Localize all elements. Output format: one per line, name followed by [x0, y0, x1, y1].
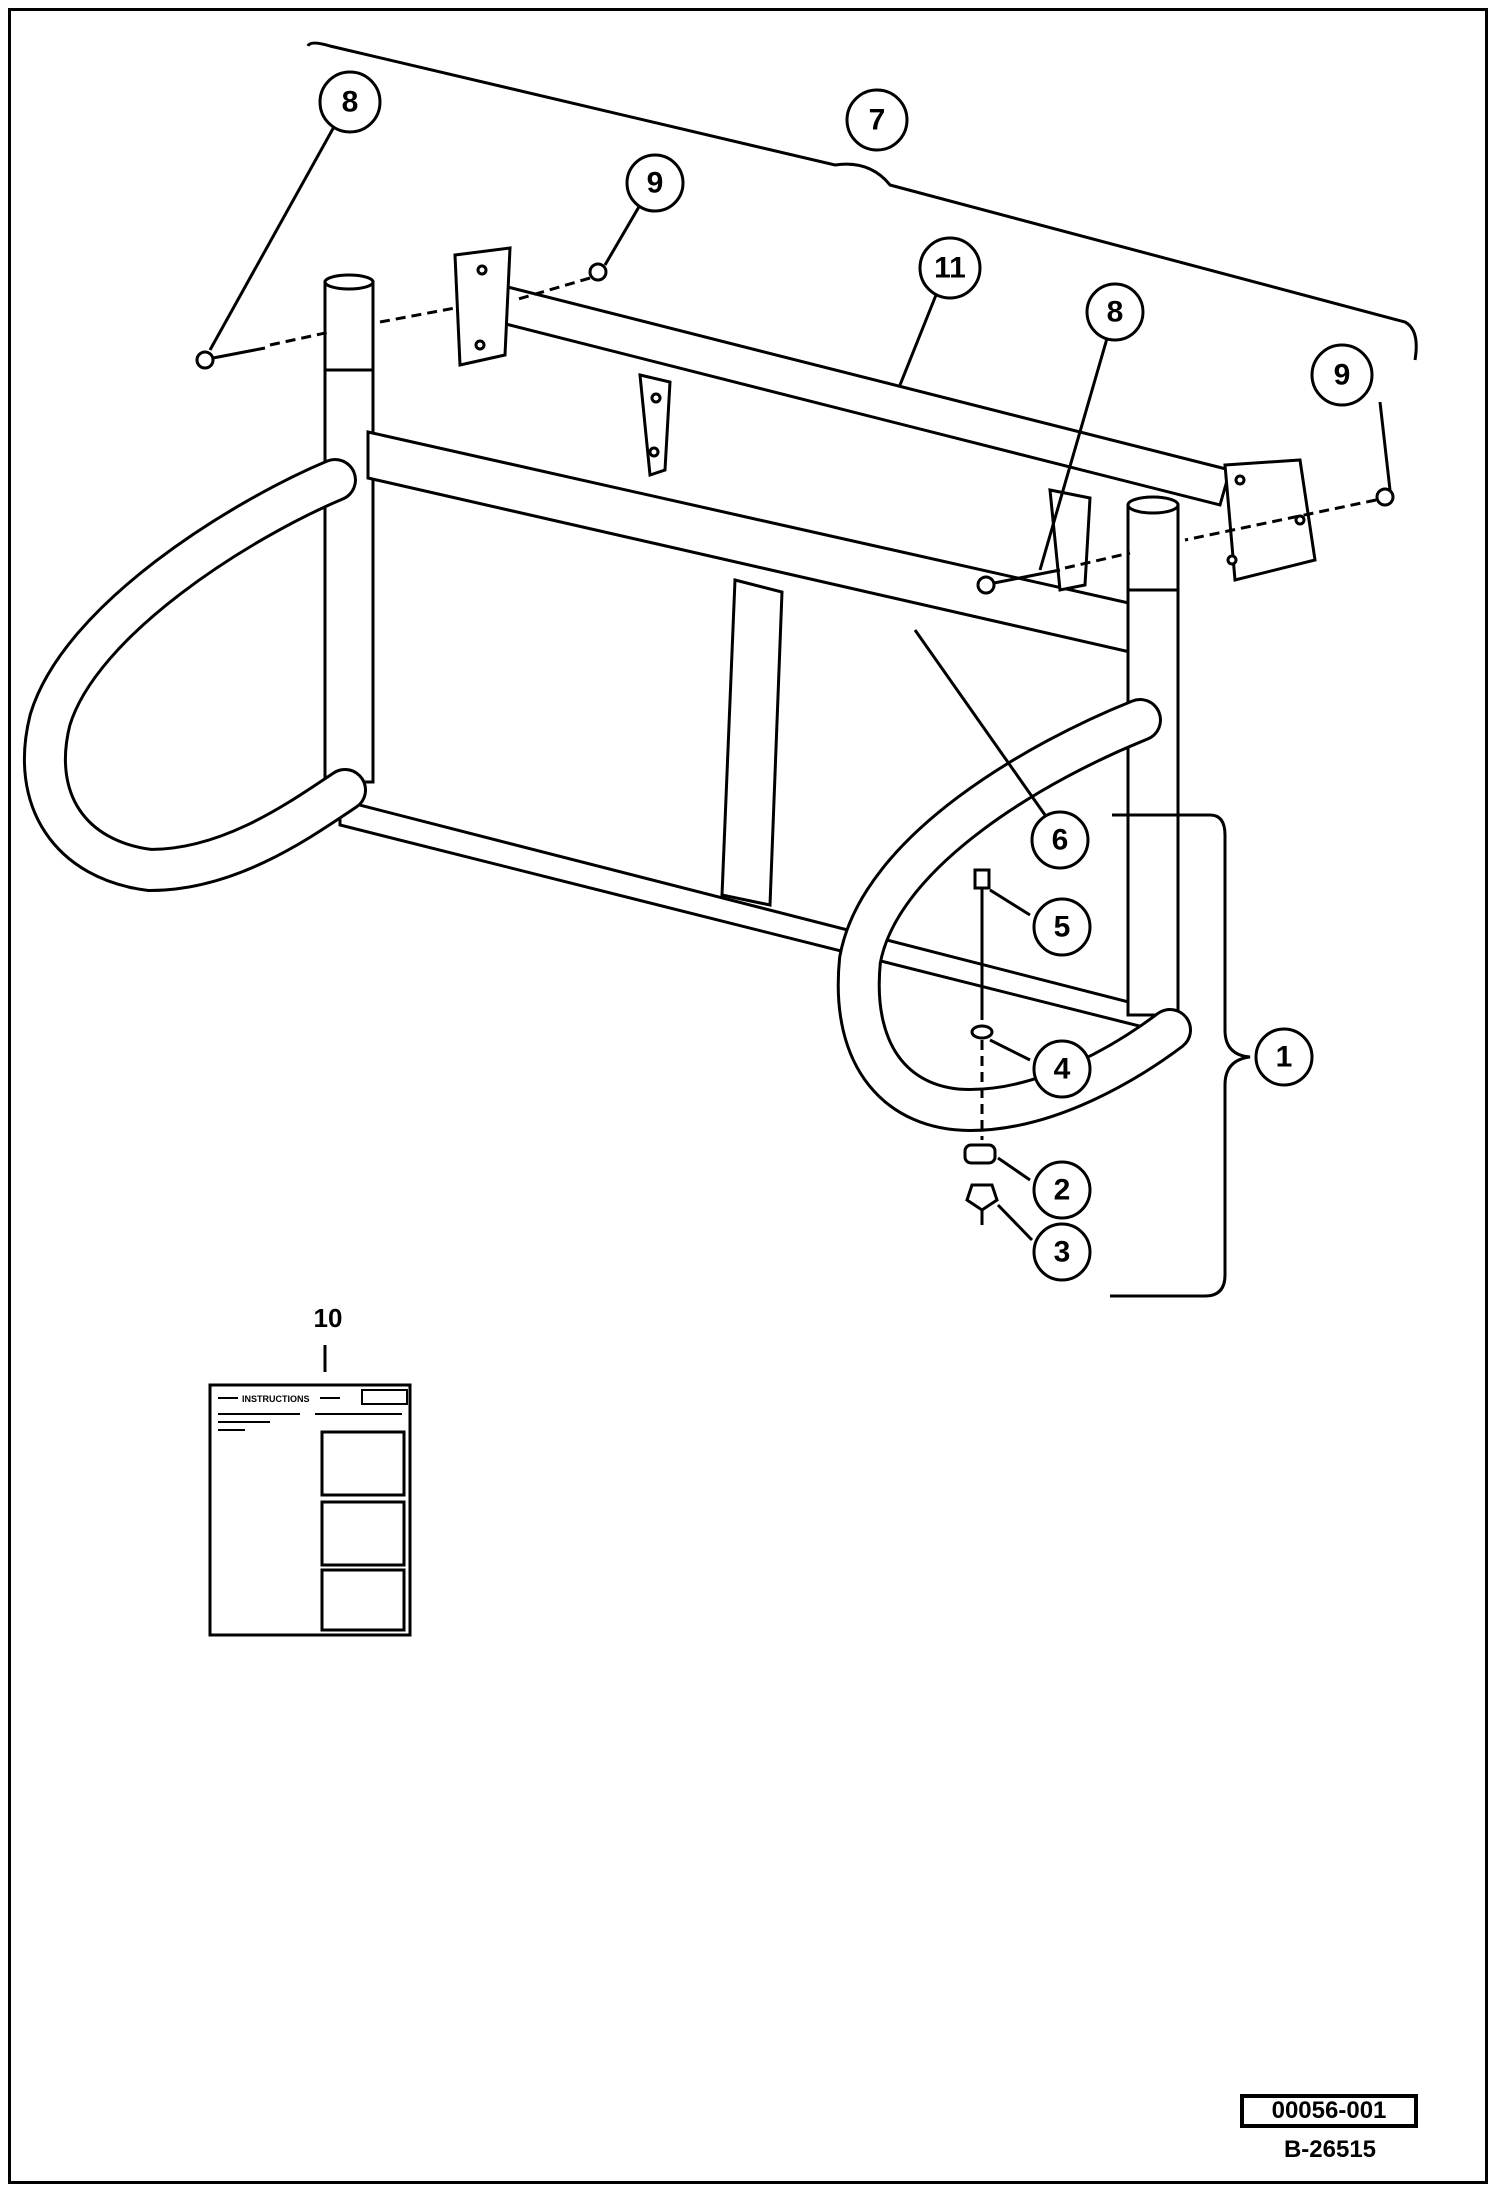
svg-text:9: 9 [647, 167, 664, 200]
center-bracket [1048, 488, 1092, 592]
svg-text:4: 4 [1054, 1053, 1071, 1086]
bracket-item-7 [306, 41, 1418, 361]
callout-8-left: 8 [318, 70, 382, 134]
callout-2: 2 [1032, 1160, 1092, 1220]
callout-7: 7 [845, 88, 909, 152]
svg-text:9: 9 [1334, 359, 1351, 392]
callout-3: 3 [1032, 1222, 1092, 1282]
figure-code: 00056-001 [1240, 2094, 1418, 2128]
leader-lines [208, 124, 1392, 1372]
callout-11: 11 [918, 236, 982, 300]
callout-4: 4 [1032, 1039, 1092, 1099]
svg-text:8: 8 [342, 86, 359, 119]
svg-text:5: 5 [1054, 911, 1071, 944]
svg-text:3: 3 [1054, 1236, 1071, 1269]
guard-frame [22, 273, 1192, 1133]
callout-5: 5 [1032, 897, 1092, 957]
drawing-number: B-26515 [1283, 2136, 1377, 2163]
svg-text:11: 11 [934, 252, 966, 285]
left-mount-plate [453, 246, 512, 367]
callout-8-right: 8 [1085, 282, 1145, 342]
svg-text:7: 7 [869, 104, 886, 137]
callout-1: 1 [1254, 1027, 1314, 1087]
callout-9-right: 9 [1310, 343, 1374, 407]
right-mount-plate [1223, 458, 1317, 582]
instruction-sheet: INSTRUCTIONS [208, 1383, 412, 1637]
svg-text:1: 1 [1276, 1041, 1293, 1074]
svg-text:8: 8 [1107, 296, 1124, 329]
callout-10: 10 [314, 1303, 343, 1333]
callout-6: 6 [1030, 810, 1090, 870]
instruction-sheet-title: INSTRUCTIONS [242, 1394, 310, 1404]
hardware [195, 262, 1395, 1225]
svg-text:2: 2 [1054, 1174, 1071, 1207]
callout-9-left: 9 [625, 153, 685, 213]
svg-text:6: 6 [1052, 824, 1069, 857]
